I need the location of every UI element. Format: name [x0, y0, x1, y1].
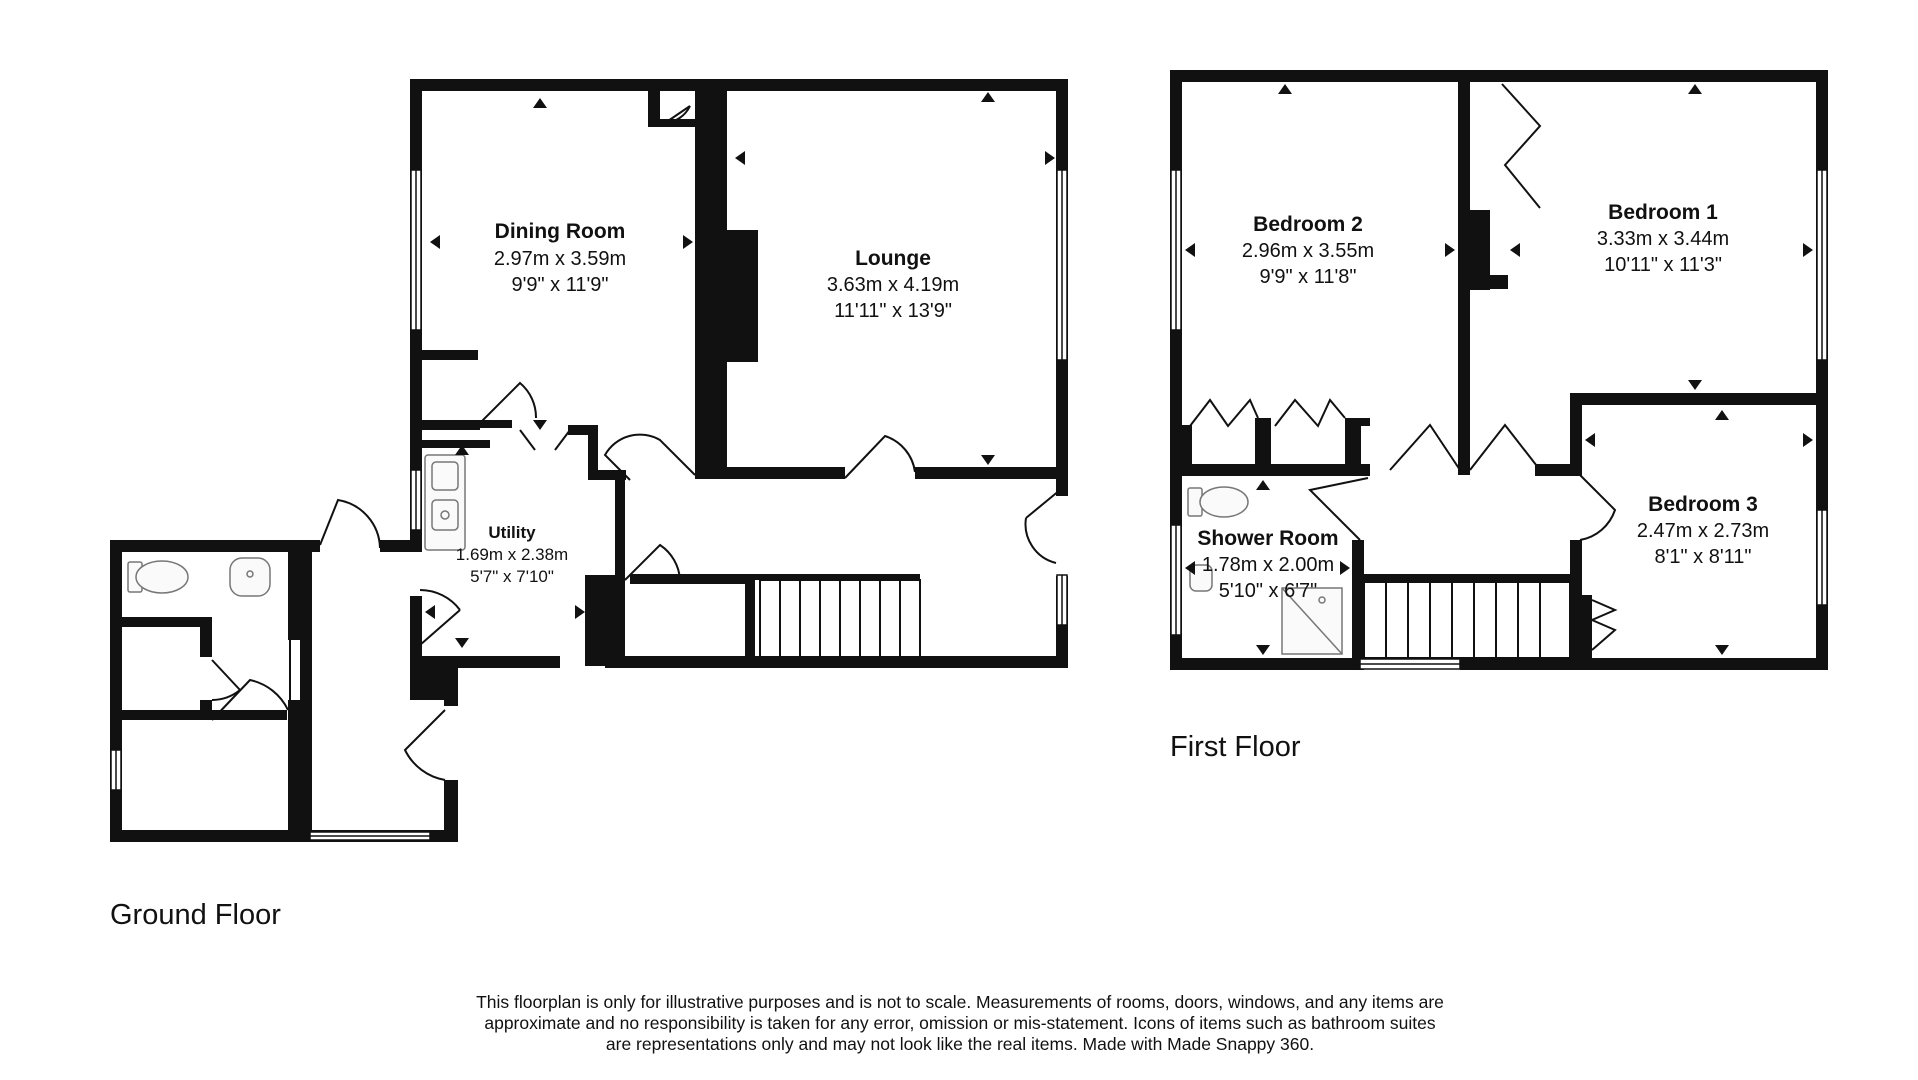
bedroom1-imperial: 10'11" x 11'3" [1604, 254, 1722, 276]
ground-doors [211, 105, 1061, 781]
first-measure-arrows [1185, 84, 1813, 655]
first-windows [1170, 169, 1828, 670]
dining-room-label: Dining Room 2.97m x 3.59m 9'9" x 11'9" [494, 220, 626, 296]
utility-metric: 1.69m x 2.38m [456, 545, 568, 564]
ground-measure-arrows [425, 92, 1055, 648]
utility-name: Utility [488, 523, 536, 542]
bedroom1-name: Bedroom 1 [1608, 201, 1718, 224]
toilet-icon [127, 560, 189, 594]
bedroom3-imperial: 8'1" x 8'11" [1654, 546, 1751, 568]
utility-label: Utility 1.69m x 2.38m 5'7" x 7'10" [456, 523, 568, 586]
lounge-label: Lounge 3.63m x 4.19m 11'11" x 13'9" [827, 247, 959, 322]
bedroom2-name: Bedroom 2 [1253, 213, 1363, 236]
first-basin-icon [1189, 564, 1213, 592]
bedroom3-name: Bedroom 3 [1648, 493, 1758, 516]
dining-room-imperial: 9'9" x 11'9" [511, 274, 608, 296]
bedroom2-imperial: 9'9" x 11'8" [1259, 266, 1356, 288]
bedroom2-metric: 2.96m x 3.55m [1242, 240, 1374, 262]
bedroom3-label: Bedroom 3 2.47m x 2.73m 8'1" x 8'11" [1637, 493, 1769, 568]
disclaimer: This floorplan is only for illustrative … [380, 992, 1540, 1055]
shower-room-metric: 1.78m x 2.00m [1202, 554, 1334, 576]
dining-room-metric: 2.97m x 3.59m [494, 248, 626, 270]
disclaimer-line-3: are representations only and may not loo… [605, 1034, 1315, 1054]
first-doors [1189, 83, 1618, 651]
bedroom1-label: Bedroom 1 3.33m x 3.44m 10'11" x 11'3" [1597, 201, 1729, 276]
utility-imperial: 5'7" x 7'10" [470, 567, 554, 586]
disclaimer-line-2: approximate and no responsibility is tak… [484, 1013, 1436, 1033]
bedroom2-label: Bedroom 2 2.96m x 3.55m 9'9" x 11'8" [1242, 213, 1374, 288]
shower-room-label: Shower Room 1.78m x 2.00m 5'10" x 6'7" [1197, 527, 1338, 602]
shower-room-imperial: 5'10" x 6'7" [1219, 580, 1318, 602]
disclaimer-line-1: This floorplan is only for illustrative … [476, 992, 1444, 1012]
first-toilet-icon [1187, 486, 1249, 518]
first-floor-plan: Bedroom 2 2.96m x 3.55m 9'9" x 11'8" Bed… [1170, 70, 1828, 763]
lounge-name: Lounge [855, 247, 931, 270]
ground-stairs [759, 579, 921, 659]
ground-windows [110, 169, 1068, 841]
bedroom3-metric: 2.47m x 2.73m [1637, 520, 1769, 542]
lounge-imperial: 11'11" x 13'9" [834, 300, 952, 322]
basin-icon [229, 557, 271, 597]
lounge-metric: 3.63m x 4.19m [827, 274, 959, 296]
ground-floor-plan: Dining Room 2.97m x 3.59m 9'9" x 11'9" L… [110, 79, 1068, 931]
shower-room-name: Shower Room [1197, 527, 1338, 550]
first-stairs [1363, 581, 1571, 659]
dining-room-name: Dining Room [495, 220, 626, 243]
ground-walls [110, 79, 1068, 842]
shower-tray-icon [1281, 587, 1343, 655]
bedroom1-metric: 3.33m x 3.44m [1597, 228, 1729, 250]
sink-unit-icon [424, 454, 466, 551]
first-floor-label: First Floor [1170, 731, 1301, 763]
ground-floor-label: Ground Floor [110, 899, 281, 931]
